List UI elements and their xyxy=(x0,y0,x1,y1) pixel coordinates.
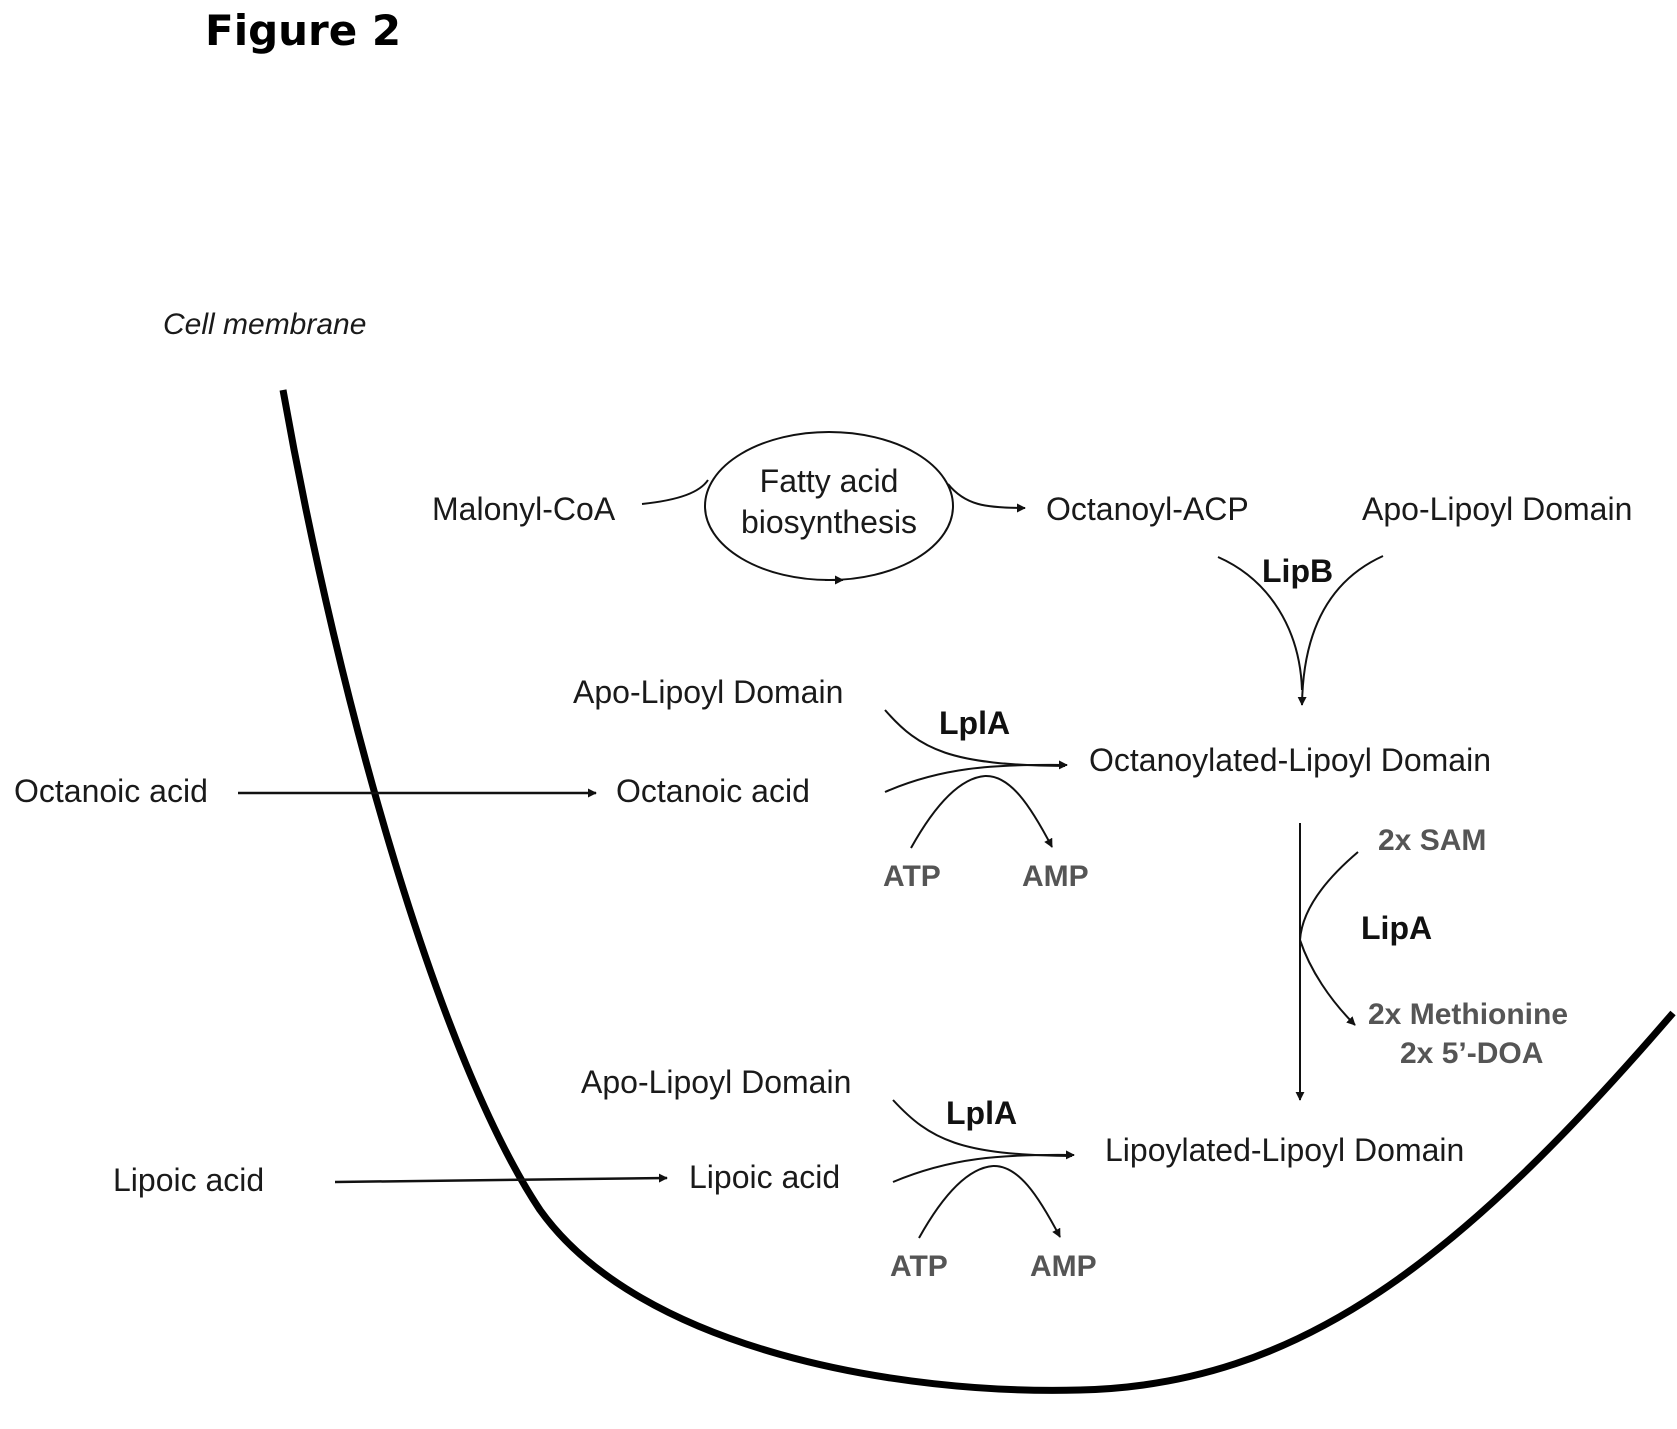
lipa-enzyme-label: LipA xyxy=(1361,910,1432,946)
cell-membrane-curve xyxy=(283,390,1673,1390)
lpla-enzyme-octanoyl-label: LplA xyxy=(939,705,1010,741)
lipa-sam-input-curve xyxy=(1300,852,1358,940)
lpla-lipoyl-atp-line xyxy=(919,1166,993,1238)
amp-octanoyl-label: AMP xyxy=(1022,860,1089,893)
methionine-output-label: 2x Methionine xyxy=(1368,998,1568,1031)
cell-membrane-label: Cell membrane xyxy=(163,308,366,341)
sam-input-label: 2x SAM xyxy=(1378,824,1486,857)
lpla-lipoyl-amp-arrow xyxy=(993,1166,1060,1237)
lipoic-acid-outside-label: Lipoic acid xyxy=(113,1162,264,1198)
fatty-acid-biosynthesis-line2: biosynthesis xyxy=(741,504,917,540)
lipoic-acid-uptake-arrow xyxy=(335,1178,667,1182)
atp-octanoyl-label: ATP xyxy=(883,860,941,893)
figure-title: Figure 2 xyxy=(205,6,401,55)
doa-output-label: 2x 5’-DOA xyxy=(1400,1037,1543,1070)
malonyl-coa-label: Malonyl-CoA xyxy=(432,491,616,527)
malonyl-coa-input-curve xyxy=(642,480,708,504)
lpla-enzyme-lipoyl-label: LplA xyxy=(946,1095,1017,1131)
octanoic-acid-inside-label: Octanoic acid xyxy=(616,773,810,809)
lipb-enzyme-label: LipB xyxy=(1262,553,1333,589)
apo-lipoyl-domain-lpla-lipoyl-label: Apo-Lipoyl Domain xyxy=(581,1064,851,1100)
lipa-methionine-output-arrow xyxy=(1300,940,1355,1025)
octanoyl-acp-label: Octanoyl-ACP xyxy=(1046,491,1249,527)
lpla-octanoyl-amp-arrow xyxy=(985,776,1052,847)
octanoic-acid-outside-label: Octanoic acid xyxy=(14,773,208,809)
amp-lipoyl-label: AMP xyxy=(1030,1250,1097,1283)
atp-lipoyl-label: ATP xyxy=(890,1250,948,1283)
octanoyl-acp-output-arrow xyxy=(948,484,1025,508)
fatty-acid-biosynthesis-line1: Fatty acid xyxy=(760,463,899,499)
octanoylated-lipoyl-domain-label: Octanoylated-Lipoyl Domain xyxy=(1089,742,1491,778)
apo-lipoyl-domain-lipb-label: Apo-Lipoyl Domain xyxy=(1362,491,1632,527)
lipoylated-lipoyl-domain-label: Lipoylated-Lipoyl Domain xyxy=(1105,1132,1464,1168)
lipoic-acid-inside-label: Lipoic acid xyxy=(689,1159,840,1195)
apo-lipoyl-domain-lpla-octanoyl-label: Apo-Lipoyl Domain xyxy=(573,674,843,710)
lpla-octanoyl-atp-line xyxy=(911,776,985,848)
